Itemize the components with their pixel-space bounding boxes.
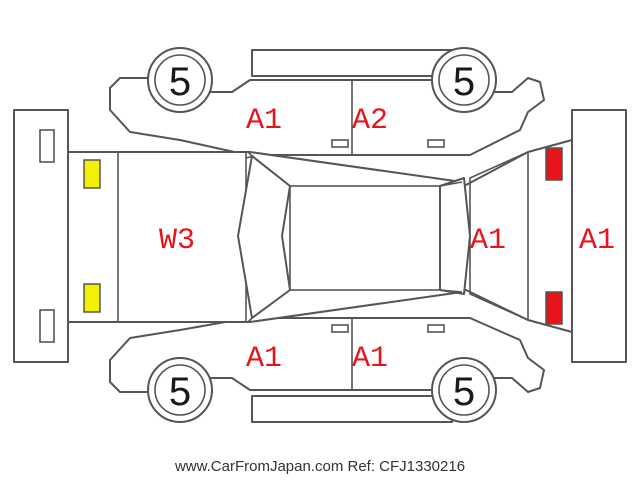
tire-rating: 5: [169, 370, 191, 414]
code-left-rear-door: A2: [352, 104, 388, 138]
tire-rating: 5: [453, 60, 475, 104]
headlight-left-marker: [83, 159, 101, 189]
headlight-right-marker: [83, 283, 101, 313]
code-right-rear-door: A1: [352, 342, 388, 376]
tire-rear-left: 5: [431, 47, 497, 113]
code-rear-window: A1: [470, 224, 506, 258]
taillight-top-marker: [545, 147, 563, 181]
left-side-view: [109, 49, 545, 156]
watermark-text: www.CarFromJapan.com Ref: CFJ1330216: [174, 458, 466, 475]
tire-rating: 5: [453, 370, 475, 414]
code-right-front-door: A1: [246, 342, 282, 376]
tire-rating: 5: [169, 60, 191, 104]
tire-front-right: 5: [147, 357, 213, 423]
tire-rear-right: 5: [431, 357, 497, 423]
code-left-front-door: A1: [246, 104, 282, 138]
tire-front-left: 5: [147, 47, 213, 113]
front-bumper: [13, 109, 69, 363]
taillight-bottom-marker: [545, 291, 563, 325]
code-rear-bumper: A1: [579, 224, 615, 258]
top-view-body: [67, 139, 573, 333]
code-hood: W3: [159, 224, 195, 258]
